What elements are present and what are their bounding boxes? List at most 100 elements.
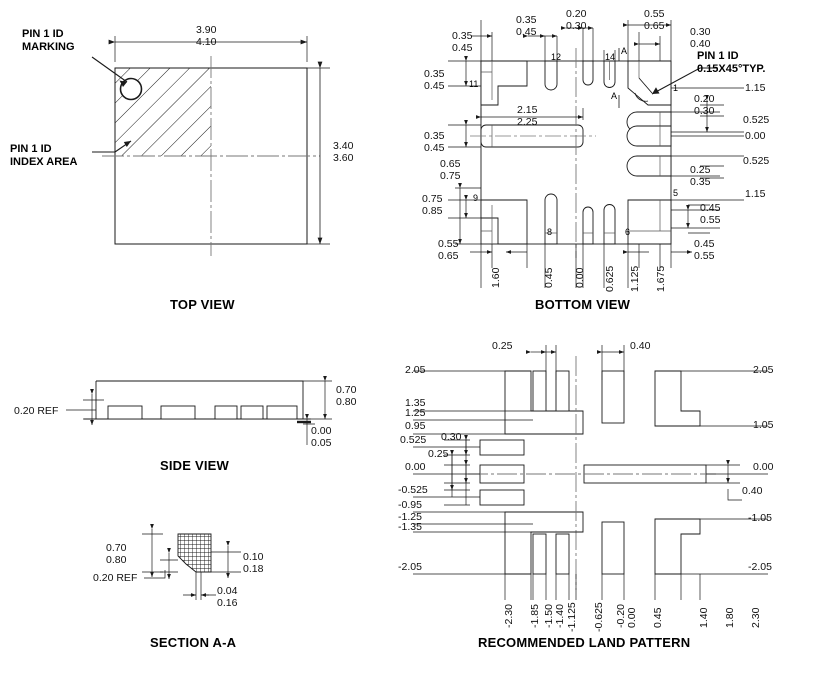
bv-pin-8: 8 [547,227,553,237]
lp-left-ord-neg0p95: -0.95 [398,499,422,511]
bv-dim-1p15-bot: 1.15 [745,188,766,200]
bv-dim-0p25: 0.25 [690,164,711,176]
bv-dim-0p35-r: 0.35 [690,176,711,188]
lp-inner-dim-0p30: 0.30 [441,431,462,443]
land-pattern-dimension-lines [413,345,768,600]
bv-dim-0p525-top: 0.525 [743,114,770,126]
bv-pin-14: 14 [605,52,616,62]
bv-dim-0p20-top: 0.20 [566,8,587,20]
top-view-height-min: 3.60 [333,152,354,164]
pin1-marking-callout-line2: MARKING [22,41,75,53]
bv-dim-0p65-bot: 0.65 [438,250,459,262]
section-aa-title: SECTION A-A [150,635,237,650]
bv-dim-0p55-bot: 0.55 [438,238,459,250]
bv-pin-6: 6 [625,227,631,237]
sa-right-max: 0.10 [243,551,264,563]
lp-left-ord-neg1p25: -1.25 [398,511,422,523]
pin1-index-callout-line1: PIN 1 ID [10,143,52,155]
lp-bot-ord-0p45: 0.45 [652,607,664,628]
lp-right-ord-2p05: 2.05 [753,364,774,376]
section-aa-geometry [142,523,241,600]
sa-height-max: 0.70 [106,542,127,554]
sv-seat-max: 0.00 [311,425,332,437]
bv-dim-left-mid-0p45: 0.45 [424,142,445,154]
bv-dim-left-0p35: 0.35 [424,68,445,80]
bv-section-mark-a-bottom: A [611,91,618,101]
pin1-index-callout-line2: INDEX AREA [10,156,78,168]
bv-ord-0p625: 0.625 [604,265,616,292]
lp-bot-ord-1p80: 1.80 [724,607,736,628]
top-view-width-max: 3.90 [196,24,217,36]
lp-right-inner-dim-0p40: 0.40 [742,485,763,497]
bv-ord-1p60: 1.60 [490,267,502,288]
lp-bot-ord-0p00: 0.00 [626,607,638,628]
bv-dim-0p30-right: 0.30 [690,26,711,38]
lp-left-ord-0p95: 0.95 [405,420,426,432]
lp-top-dim-0p25: 0.25 [492,340,513,352]
lp-left-ord-neg0p525: -0.525 [398,484,428,496]
top-view-title: TOP VIEW [170,297,235,312]
bv-pin1-callout-line1: PIN 1 ID [697,50,739,62]
bv-dim-0p35-top: 0.35 [452,30,473,42]
bv-dim-left-0p45: 0.45 [424,80,445,92]
lp-left-ord-1p35: 1.35 [405,397,426,409]
lp-right-ord-neg2p05: -2.05 [748,561,772,573]
sa-bottom-min: 0.16 [217,597,238,609]
bv-dim-0p40-right: 0.40 [690,38,711,50]
bottom-view-dimension-lines [448,20,744,288]
lp-bot-ord-neg1p40: -1.40 [554,604,566,628]
lp-left-ord-1p25: 1.25 [405,407,426,419]
bv-dim-0p65-top: 0.65 [644,20,665,32]
bv-dim-0p55-r: 0.55 [700,214,721,226]
bv-dim-1p15-top: 1.15 [745,82,766,94]
pin1-marking-callout-line1: PIN 1 ID [22,28,64,40]
bv-dim-0p45-mid: 0.45 [516,26,537,38]
sa-right-min: 0.18 [243,563,264,575]
bottom-view-title: BOTTOM VIEW [535,297,631,312]
bv-dim-right-0p30: 0.30 [694,105,715,117]
bv-dim-0p75-low: 0.75 [422,193,443,205]
lp-left-ord-neg1p35: -1.35 [398,521,422,533]
bv-dim-0p45-top: 0.45 [452,42,473,54]
bv-dim-0p00: 0.00 [745,130,766,142]
bv-pin-11: 11 [469,79,479,89]
lp-left-ord-neg2p05: -2.05 [398,561,422,573]
lp-inner-dim-0p25: 0.25 [428,448,449,460]
land-pattern-geometry [468,356,716,590]
lp-bot-ord-neg1p125: -1.125 [566,602,578,632]
lp-left-ord-2p05: 2.05 [405,364,426,376]
bottom-view-geometry [470,48,672,258]
lp-left-ord-0p525: 0.525 [400,434,427,446]
bv-dim-0p35-mid: 0.35 [516,14,537,26]
bv-pin1-callout-line2: 0.15X45°TYP. [697,63,766,75]
top-view-width-min: 4.10 [196,36,217,48]
top-view-height-max: 3.40 [333,140,354,152]
sv-standoff-ref: 0.20 REF [14,405,59,417]
bv-section-mark-a-top: A [621,46,628,56]
lp-left-ord-0p00: 0.00 [405,461,426,473]
bv-dim-right-0p20: 0.20 [694,93,715,105]
bv-ord-0p45: 0.45 [543,267,555,288]
lp-bot-ord-neg0p625: -0.625 [593,602,605,632]
bv-dim-0p30-top: 0.30 [566,20,587,32]
bv-pin-12: 12 [551,52,562,62]
bv-pin-9: 9 [473,193,479,203]
bv-ord-1p675: 1.675 [655,265,667,292]
lp-bot-ord-neg2p30: -2.30 [503,604,515,628]
bv-dim-0p55-top: 0.55 [644,8,665,20]
lp-bot-ord-2p30: 2.30 [750,607,762,628]
sa-bottom-max: 0.04 [217,585,238,597]
top-view-geometry [91,36,330,256]
lp-right-ord-neg1p05: -1.05 [748,512,772,524]
lp-top-dim-0p40: 0.40 [630,340,651,352]
side-view-title: SIDE VIEW [160,458,229,473]
bv-ord-0p00: 0.00 [574,267,586,288]
bv-dim-0p45-r: 0.45 [700,202,721,214]
bv-dim-0p525-bot: 0.525 [743,155,770,167]
bv-pin-5: 5 [673,188,679,198]
sv-seat-min: 0.05 [311,437,332,449]
lp-right-ord-1p05: 1.05 [753,419,774,431]
bv-dim-0p85-low: 0.85 [422,205,443,217]
lp-right-ord-0p00: 0.00 [753,461,774,473]
